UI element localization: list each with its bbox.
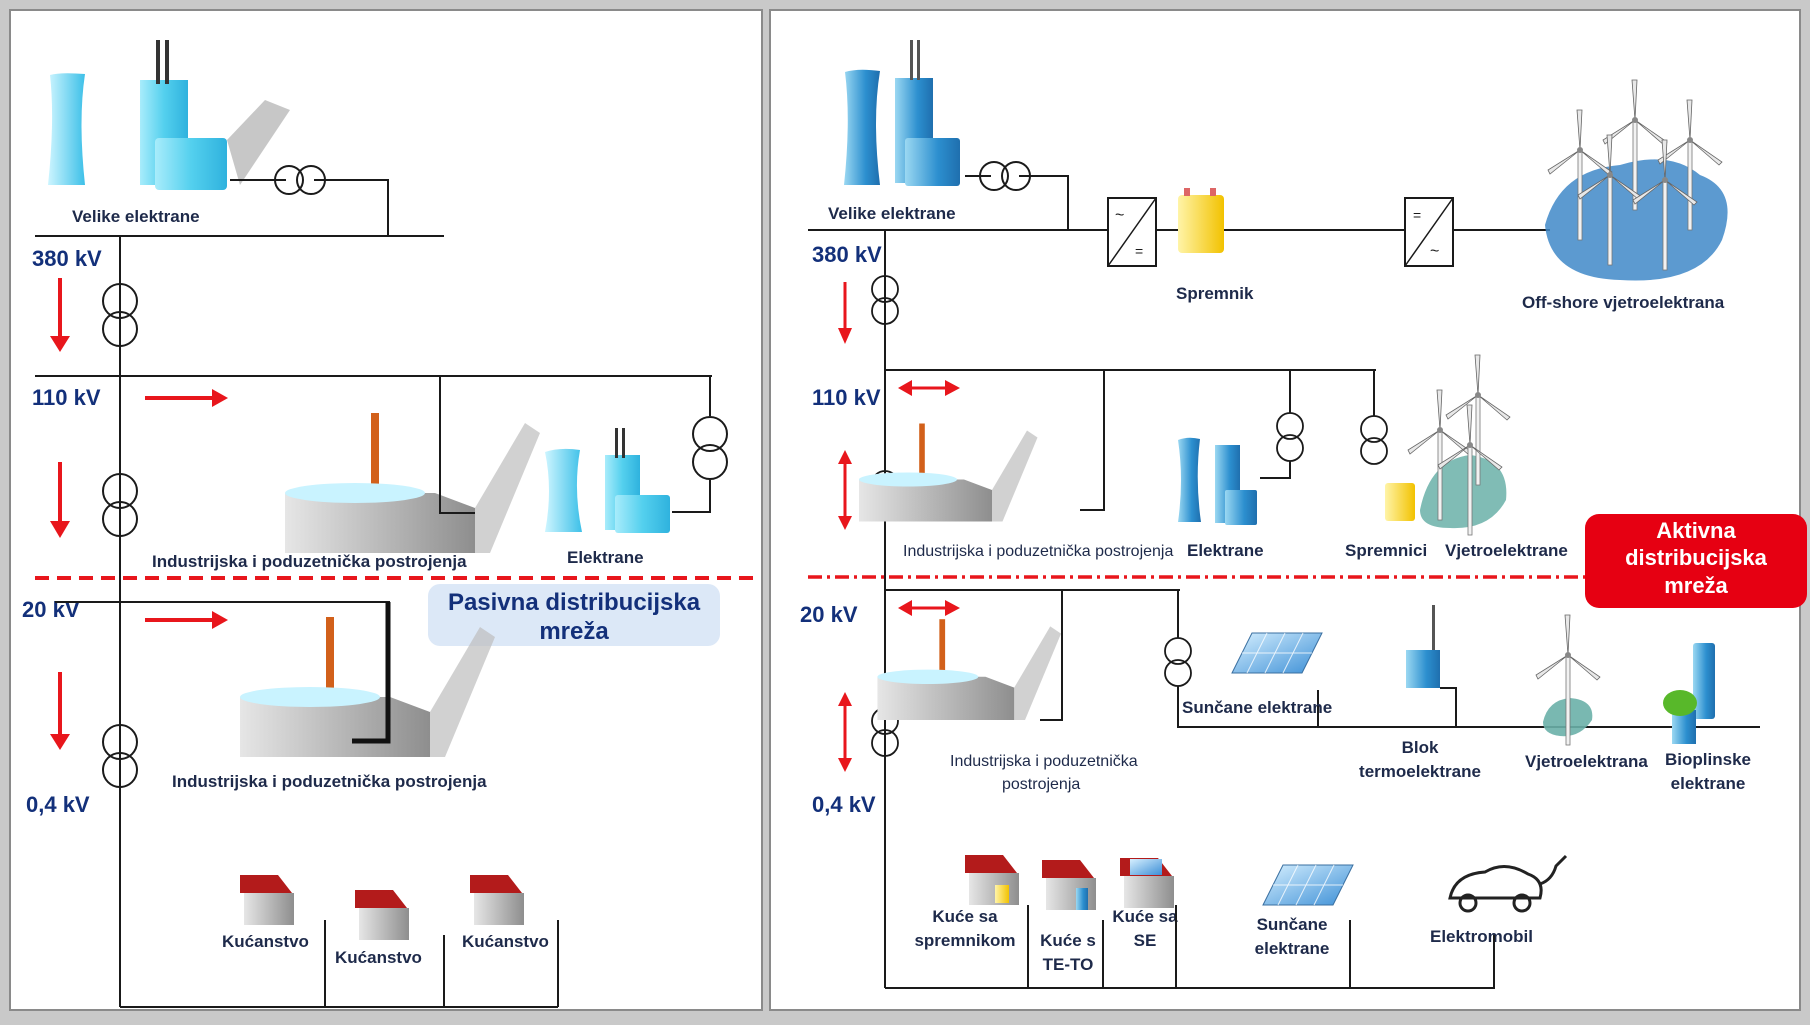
right-biogas-label-2: elektrane — [1671, 774, 1746, 793]
left-arrow-down-3 — [50, 672, 70, 750]
active-network-badge — [1585, 514, 1807, 608]
house-with-solar — [1120, 858, 1174, 908]
right-house-se-label-2: SE — [1134, 931, 1157, 950]
right-big-plants-label: Velike elektrane — [828, 204, 956, 223]
left-arrow-down-2 — [50, 462, 70, 538]
left-industry-110-label: Industrijska i poduzetnička postrojenja — [152, 552, 467, 571]
right-label-20kv: 20 kV — [800, 602, 858, 627]
active-title-3: mreža — [1664, 573, 1728, 598]
left-big-plants-label: Velike elektrane — [72, 207, 200, 226]
right-house-se-label-1: Kuće sa — [1112, 907, 1178, 926]
house-with-chp — [1042, 860, 1096, 910]
left-arrow-down-1 — [50, 278, 70, 352]
svg-text:=: = — [1135, 243, 1143, 259]
right-arrow-updown-2 — [838, 692, 852, 772]
right-label-380kv: 380 kV — [812, 242, 882, 267]
passive-title-2: mreža — [539, 618, 609, 645]
right-arrow-down-1 — [838, 282, 852, 344]
right-solar-small-label-1: Sunčane — [1257, 915, 1328, 934]
right-arrow-updown-1 — [838, 450, 852, 530]
svg-text:~: ~ — [1115, 207, 1124, 224]
svg-text:=: = — [1413, 207, 1421, 223]
right-offshore-label: Off-shore vjetroelektrana — [1522, 293, 1725, 312]
left-big-plants — [48, 40, 290, 190]
right-solar-small-label-2: elektrane — [1255, 939, 1330, 958]
left-arrow-right-2 — [145, 611, 228, 629]
right-wind-farm-label: Vjetroelektrana — [1525, 752, 1648, 771]
house-with-storage — [965, 855, 1019, 905]
left-plants-label: Elektrane — [567, 548, 644, 567]
passive-network-badge — [428, 584, 720, 646]
right-house-teto-label-1: Kuće s — [1040, 931, 1096, 950]
right-industry-20-label-1: Industrijska i poduzetnička — [950, 753, 1138, 770]
right-industry-20-label-2: postrojenja — [1002, 776, 1080, 793]
right-label-110kv: 110 kV — [812, 385, 881, 410]
right-house-storage-label-2: spremnikom — [914, 931, 1015, 950]
left-industry-20-label: Industrijska i poduzetnička postrojenja — [172, 772, 487, 791]
active-title-2: distribucijska — [1625, 545, 1768, 570]
block-thermal-plant — [1406, 605, 1457, 727]
left-house-1-label: Kućanstvo — [222, 932, 309, 951]
passive-title-1: Pasivna distribucijska — [448, 589, 701, 616]
right-arrow-bidir-1 — [898, 380, 960, 396]
right-house-storage-label-1: Kuće sa — [932, 907, 998, 926]
cooling-tower-icon — [48, 73, 85, 185]
left-label-110kv: 110 kV — [32, 385, 101, 410]
active-title-1: Aktivna — [1656, 518, 1736, 543]
left-label-04kv: 0,4 kV — [26, 792, 90, 817]
right-biogas-label-1: Bioplinske — [1665, 750, 1751, 769]
left-label-380kv: 380 kV — [32, 246, 102, 271]
right-storage-label: Spremnik — [1176, 284, 1254, 303]
right-ev-label: Elektromobil — [1430, 927, 1533, 946]
right-big-plants — [844, 40, 960, 186]
right-wind-farms-label: Vjetroelektrane — [1445, 541, 1568, 560]
left-house-3-label: Kućanstvo — [462, 932, 549, 951]
left-house-2-label: Kućanstvo — [335, 948, 422, 967]
right-solar-label: Sunčane elektrane — [1182, 698, 1332, 717]
right-industry-110-label: Industrijska i poduzetnička postrojenja — [903, 543, 1173, 560]
battery-icon — [1178, 188, 1224, 253]
right-plants — [1178, 437, 1257, 525]
biogas-plant — [1663, 643, 1715, 744]
right-arrow-bidir-2 — [898, 600, 960, 616]
right-block-label-2: termoelektrane — [1359, 762, 1481, 781]
electric-car-icon — [1448, 854, 1568, 913]
left-label-20kv: 20 kV — [22, 597, 80, 622]
offshore-wind-farm — [1545, 79, 1728, 281]
wind-farm — [1407, 354, 1511, 536]
right-block-label-1: Blok — [1402, 738, 1439, 757]
svg-text:~: ~ — [1430, 243, 1439, 260]
right-label-04kv: 0,4 kV — [812, 792, 876, 817]
single-wind-farm — [1535, 614, 1601, 746]
left-plants — [545, 428, 670, 533]
left-arrow-right-1 — [145, 389, 228, 407]
right-plants-label: Elektrane — [1187, 541, 1264, 560]
right-storages-label: Spremnici — [1345, 541, 1427, 560]
battery-icon — [1385, 483, 1415, 521]
right-house-teto-label-2: TE-TO — [1043, 955, 1094, 974]
